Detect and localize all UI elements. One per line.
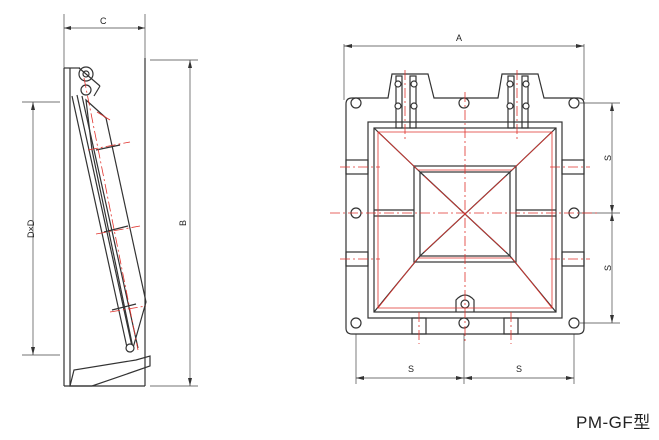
model-label: PM-GF型	[576, 413, 651, 432]
dim-s-bottom-right-label: S	[516, 364, 522, 374]
dim-s-right-top-label: S	[603, 155, 613, 161]
dim-c-label: C	[100, 16, 107, 26]
front-view: A S S S S	[330, 33, 620, 384]
dim-s-right-bottom-label: S	[603, 265, 613, 271]
dim-dxd-label: D×D	[26, 219, 36, 238]
dim-s-bottom-left-label: S	[408, 364, 414, 374]
dim-a-label: A	[456, 33, 462, 43]
side-view: C B D×D	[22, 14, 198, 387]
dim-b-label: B	[178, 220, 188, 226]
